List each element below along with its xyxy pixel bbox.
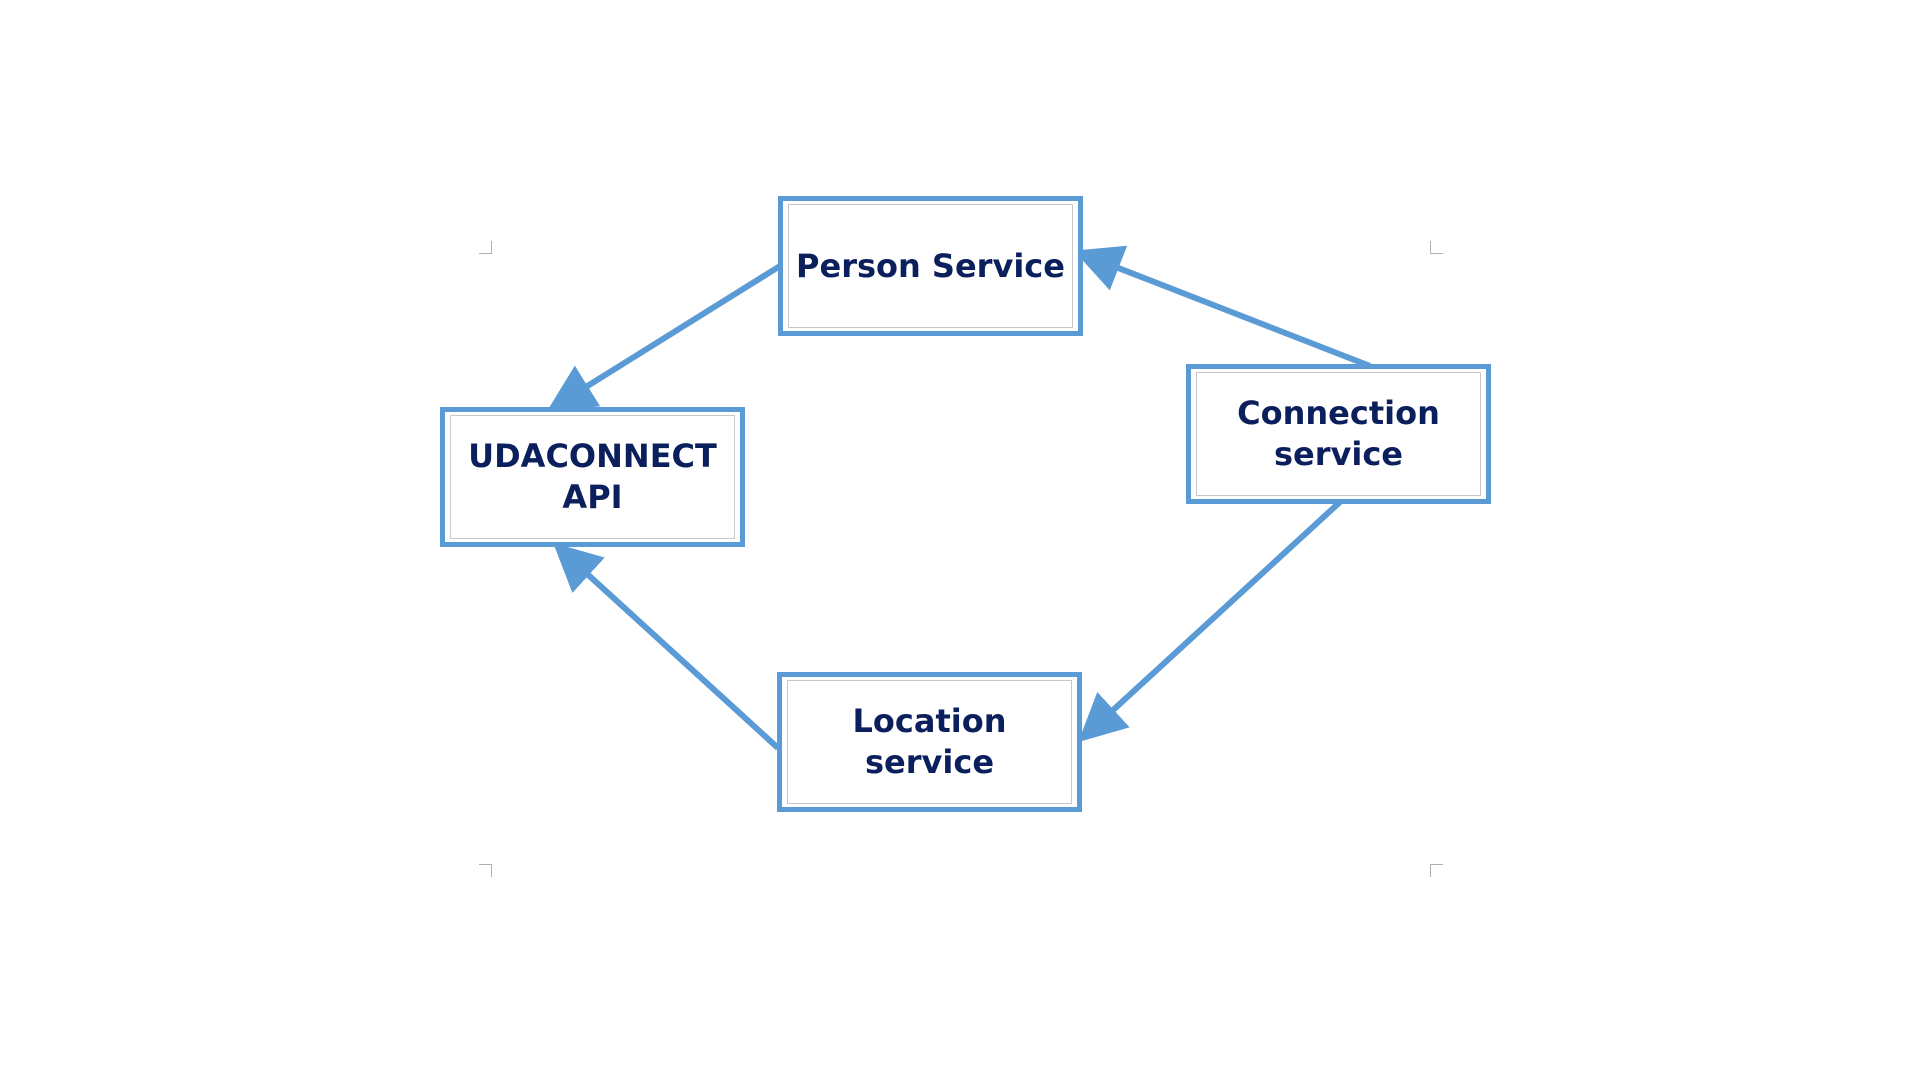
edge-person-to-api — [546, 263, 782, 412]
crop-mark-bottom-left — [479, 864, 492, 877]
udaconnect-api-label: UDACONNECT API — [468, 437, 717, 516]
person-service-label: Person Service — [796, 246, 1065, 285]
crop-mark-top-left — [479, 241, 492, 254]
edge-connection-to-person — [1073, 245, 1372, 369]
connection-service-label: Connection service — [1237, 394, 1440, 473]
connection-service-node[interactable]: Connection service — [1186, 364, 1491, 504]
crop-mark-top-right — [1430, 241, 1443, 254]
person-service-node[interactable]: Person Service — [778, 196, 1083, 336]
edge-location-to-api — [553, 542, 781, 751]
edge-connection-to-location — [1078, 499, 1343, 743]
location-service-node[interactable]: Location service — [777, 672, 1082, 812]
crop-mark-bottom-right — [1430, 864, 1443, 877]
udaconnect-api-node[interactable]: UDACONNECT API — [440, 407, 745, 547]
location-service-label: Location service — [852, 702, 1007, 781]
